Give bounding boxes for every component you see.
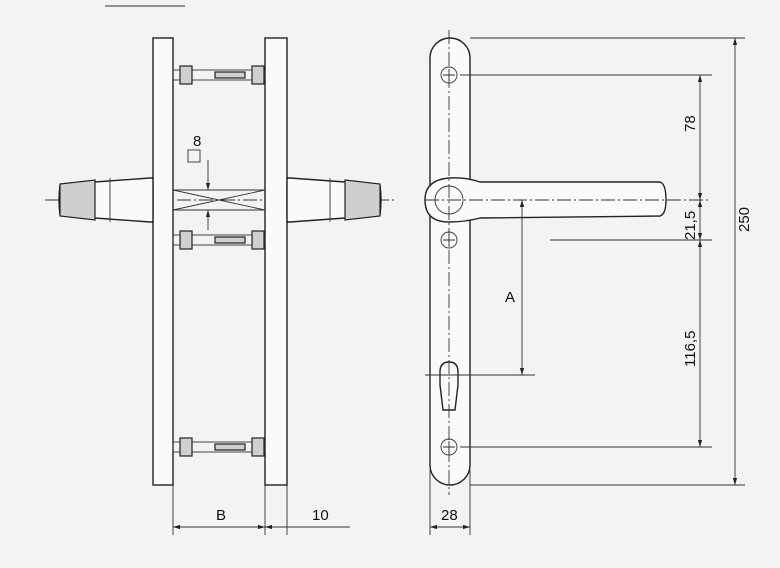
dim-28-label: 28 — [441, 507, 458, 524]
front-view: 250 78 21,5 116,5 A 28 — [424, 30, 753, 535]
spindle — [172, 189, 266, 211]
right-knob — [286, 177, 382, 223]
dim-116-5-label: 116,5 — [682, 331, 699, 367]
left-plate — [152, 37, 174, 486]
screw-top — [172, 65, 266, 85]
dim-10-label: 10 — [312, 507, 329, 524]
dim-21-5-label: 21,5 — [682, 211, 699, 240]
side-view: 8 B 10 — [45, 37, 395, 535]
left-knob — [58, 177, 154, 223]
square-symbol — [187, 149, 201, 163]
screw-middle — [172, 230, 266, 250]
dim-78-label: 78 — [682, 115, 699, 132]
backplate — [429, 37, 471, 486]
dim-spindle-label: 8 — [193, 133, 201, 150]
screw-bottom — [172, 437, 266, 457]
dim-a-label: A — [505, 289, 515, 306]
dim-b-label: B — [216, 507, 226, 524]
dim-250-label: 250 — [736, 207, 753, 232]
right-plate — [264, 37, 288, 486]
